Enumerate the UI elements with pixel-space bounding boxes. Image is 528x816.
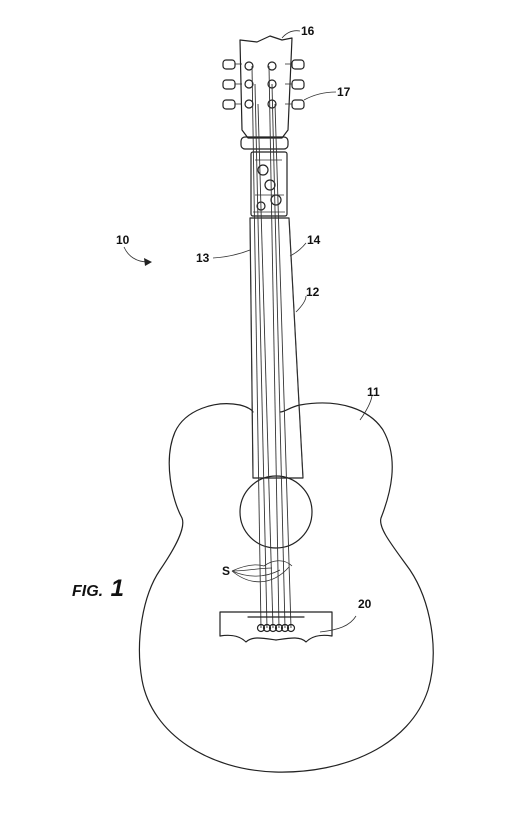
bridge-pin xyxy=(280,623,290,633)
leader-string xyxy=(231,566,290,583)
bridge xyxy=(219,611,333,643)
tuner-post xyxy=(267,61,277,71)
label-neck: 12 xyxy=(306,285,320,299)
neck-edge-left xyxy=(249,217,254,479)
headstock xyxy=(239,35,293,139)
tuner-key xyxy=(291,59,305,70)
leader-edge-right xyxy=(289,242,307,257)
string xyxy=(257,103,274,629)
tuner-key xyxy=(222,79,236,90)
tuner-key xyxy=(222,99,236,110)
guitar-strings xyxy=(251,65,292,629)
bridge-pin xyxy=(268,623,278,633)
tuner-keys-left xyxy=(222,59,242,110)
label-body: 11 xyxy=(367,385,380,399)
leader-edge-left xyxy=(212,249,251,259)
string xyxy=(274,103,292,629)
leader-string xyxy=(231,564,265,572)
tuner-key xyxy=(222,59,236,70)
leader-headstock xyxy=(281,30,301,39)
bridge-pin xyxy=(286,623,296,633)
guitar-body-outline xyxy=(138,402,434,773)
label-guitar: 10 xyxy=(116,233,130,247)
figure-caption-prefix: FIG. xyxy=(72,583,103,600)
figure-caption-number: 1 xyxy=(111,575,124,602)
tuner-posts xyxy=(244,61,277,109)
string xyxy=(268,65,280,629)
label-strings: S xyxy=(222,564,230,578)
leader-tuner xyxy=(303,91,337,101)
tuner-post xyxy=(244,79,254,89)
leader-bridge xyxy=(319,615,357,633)
sound-hole xyxy=(239,475,313,549)
bridge-pin xyxy=(262,623,272,633)
leader-string xyxy=(231,569,281,577)
leader-lines xyxy=(123,30,373,633)
nut xyxy=(240,136,289,150)
leader-string xyxy=(263,560,293,567)
body-upper-bout-connector xyxy=(239,404,254,413)
tuner-key xyxy=(291,79,305,90)
bridge-pin xyxy=(274,623,284,633)
label-edge-left: 13 xyxy=(196,251,210,265)
tuner-post xyxy=(244,61,254,71)
string xyxy=(271,83,286,629)
leader-neck xyxy=(295,295,307,313)
leader-body xyxy=(359,395,373,421)
label-bridge: 20 xyxy=(358,597,372,611)
leader-guitar-arrowhead xyxy=(144,258,152,266)
label-headstock: 16 xyxy=(301,24,315,38)
leader-string xyxy=(231,567,273,572)
label-tuner: 17 xyxy=(337,85,351,99)
label-edge-right: 14 xyxy=(307,233,321,247)
bridge-pin xyxy=(256,623,266,633)
string xyxy=(251,65,262,629)
tuner-keys-right xyxy=(285,59,305,110)
neck-clamp-mechanism xyxy=(250,151,288,217)
neck-edge-right xyxy=(288,217,304,479)
string xyxy=(254,83,268,629)
tuner-post xyxy=(244,99,254,109)
bridge-pins xyxy=(256,623,296,633)
figure-caption: FIG. 1 xyxy=(72,575,124,602)
tuner-key xyxy=(291,99,305,110)
